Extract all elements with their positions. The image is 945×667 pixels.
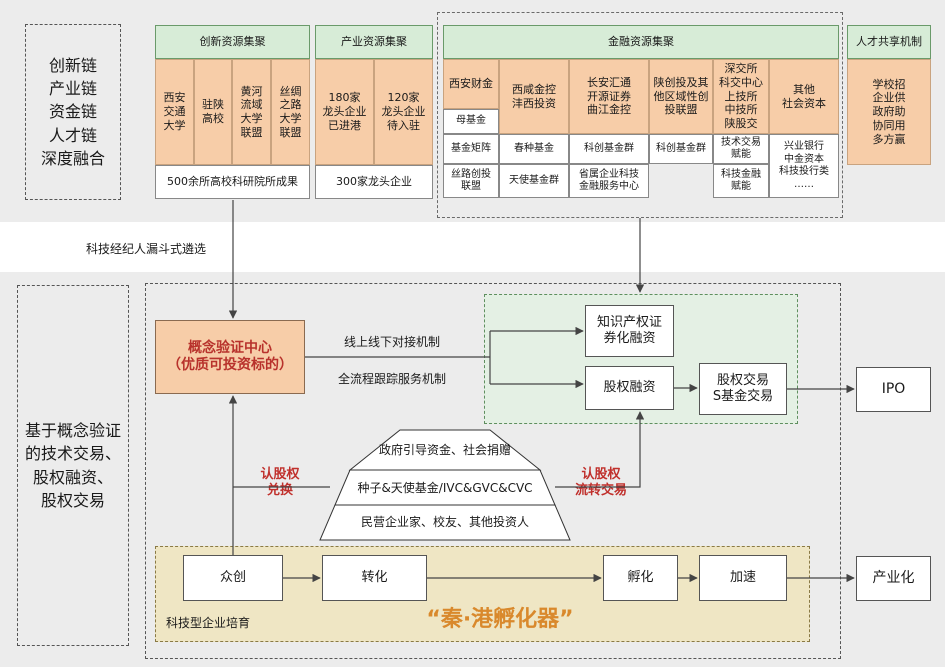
concept-validation-center: 概念验证中心 （优质可投资标的） [155, 320, 305, 394]
mechanism-online-offline: 线上线下对接机制 [344, 335, 441, 349]
ipo-box: IPO [856, 367, 931, 412]
finance-col1-row2: 基金矩阵 [443, 134, 499, 164]
industry-item-1: 180家 龙头企业 已进港 [315, 59, 374, 165]
finance-header: 金融资源集聚 [443, 25, 839, 59]
main-process-region [145, 283, 841, 659]
finance-col2-row2: 天使基金群 [499, 164, 569, 198]
finance-col1-top: 西安财金 [443, 59, 499, 109]
incubation-label: 科技型企业培育 [166, 616, 251, 630]
stage-acceleration: 加速 [699, 555, 787, 601]
pyramid-tier-middle: 种子&天使基金/IVC&GVC&CVC [357, 480, 533, 495]
incubator-name: “秦·港孵化器” [426, 607, 574, 633]
finance-group [437, 12, 843, 218]
stage-transformation: 转化 [322, 555, 427, 601]
finance-col4-top: 陕创投及其 他区域性创 投联盟 [649, 59, 713, 134]
industrialization-box: 产业化 [856, 556, 931, 601]
industry-item-2: 120家 龙头企业 待入驻 [374, 59, 433, 165]
bottom-left-box: 基于概念验证 的技术交易、 股权融资、 股权交易 [17, 285, 129, 646]
industry-footer: 300家龙头企业 [315, 165, 433, 199]
talent-body: 学校招 企业供 政府助 协同用 多方赢 [847, 59, 931, 165]
finance-col5-top: 深交所 科交中心 上技所 中技所 陕股交 [713, 59, 769, 134]
funnel-label: 科技经纪人漏斗式遴选 [86, 242, 207, 256]
ip-securitization-box: 知识产权证 券化融资 [585, 305, 674, 357]
finance-col5-row1: 技术交易 赋能 [713, 134, 769, 164]
finance-col1-row1: 母基金 [443, 109, 499, 134]
innovation-item-4: 丝绸 之路 大学 联盟 [271, 59, 310, 165]
talent-header: 人才共享机制 [847, 25, 931, 59]
finance-col2-row1: 春种基金 [499, 134, 569, 164]
finance-col1-row3: 丝路创投 联盟 [443, 164, 499, 198]
stage-incubation: 孵化 [603, 555, 678, 601]
equity-trading-box: 股权交易 S基金交易 [699, 363, 787, 415]
innovation-item-3: 黄河 流域 大学 联盟 [232, 59, 271, 165]
finance-col3-top: 长安汇通 开源证券 曲江金控 [569, 59, 649, 134]
innovation-item-2: 驻陕 高校 [194, 59, 232, 165]
finance-col6-top: 其他 社会资本 [769, 59, 839, 134]
chain-fusion-text: 创新链 产业链 资金链 人才链 深度融合 [40, 56, 105, 168]
finance-col5-row2: 科技金融 赋能 [713, 164, 769, 198]
innovation-header: 创新资源集聚 [155, 25, 310, 59]
pyramid-tier-top: 政府引导资金、社会捐赠 [378, 442, 511, 457]
finance-col3-row1: 科创基金群 [569, 134, 649, 164]
finance-col3-row2: 省属企业科技 金融服务中心 [569, 164, 649, 198]
mechanism-full-tracking: 全流程跟踪服务机制 [338, 372, 447, 386]
industry-header: 产业资源集聚 [315, 25, 433, 59]
bottom-left-text: 基于概念验证 的技术交易、 股权融资、 股权交易 [24, 421, 121, 510]
concept-validation-text: 概念验证中心 （优质可投资标的） [167, 339, 293, 374]
finance-col6-row1: 兴业银行 中金资本 科技投行类 …… [769, 134, 839, 198]
innovation-item-1: 西安 交通 大学 [155, 59, 194, 165]
innovation-footer: 500余所高校科研院所成果 [155, 165, 310, 199]
finance-col4-row1: 科创基金群 [649, 134, 713, 164]
chain-fusion-box: 创新链 产业链 资金链 人才链 深度融合 [25, 24, 121, 200]
equity-financing-box: 股权融资 [585, 366, 674, 410]
pyramid-tier-bottom: 民营企业家、校友、其他投资人 [360, 514, 529, 529]
stage-mass-innovation: 众创 [183, 555, 283, 601]
finance-col2-top: 西咸金控 沣西投资 [499, 59, 569, 134]
